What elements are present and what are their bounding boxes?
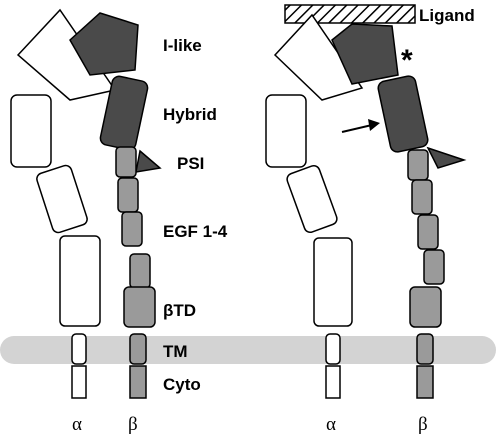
label-tm: TM: [163, 342, 188, 361]
left-beta-btd: [123, 286, 156, 328]
left-beta-tm: [129, 333, 147, 365]
right-beta-psi: [426, 146, 467, 169]
left-alpha-letter: α: [72, 414, 82, 435]
asterisk-mark: *: [401, 44, 413, 77]
left-alpha-subunit: [10, 8, 117, 399]
label-cyto: Cyto: [163, 375, 201, 394]
left-alpha-tm: [71, 333, 87, 365]
right-beta-letter: β: [418, 414, 428, 435]
membrane-band: [0, 336, 496, 364]
left-alpha-cyto: [71, 365, 87, 399]
right-beta-egf1: [407, 149, 429, 181]
right-alpha-thigh: [265, 94, 307, 168]
label-btd: βTD: [163, 301, 196, 320]
left-beta-egf2: [117, 177, 139, 213]
left-integrin: [10, 8, 162, 399]
right-alpha-calf2: [313, 237, 353, 327]
right-alpha-letter: α: [326, 414, 336, 435]
right-beta-ilike: [331, 23, 399, 85]
left-beta-cyto: [129, 365, 147, 399]
right-beta-egf2: [411, 179, 433, 215]
left-beta-psi: [135, 149, 162, 173]
right-alpha-propeller: [273, 13, 364, 101]
label-egf: EGF 1-4: [163, 222, 228, 241]
left-beta-subunit: [69, 12, 162, 399]
right-beta-tm: [416, 333, 434, 365]
left-alpha-calf2: [59, 235, 101, 327]
left-beta-egf1: [115, 146, 137, 178]
right-alpha-subunit: [265, 13, 364, 399]
right-alpha-cyto: [325, 365, 341, 399]
ligand-bar: [284, 4, 416, 24]
left-beta-egf4: [129, 253, 151, 289]
right-beta-btd: [409, 286, 442, 328]
right-beta-hybrid: [377, 75, 429, 153]
left-beta-letter: β: [128, 414, 138, 435]
right-beta-cyto: [416, 365, 434, 399]
label-i-like: I-like: [163, 36, 202, 55]
arrow-icon: [341, 119, 380, 133]
label-psi: PSI: [177, 154, 204, 173]
left-beta-hybrid: [99, 75, 149, 151]
left-beta-ilike: [69, 12, 139, 76]
left-alpha-thigh: [10, 94, 52, 168]
left-beta-egf3: [121, 211, 143, 247]
right-beta-egf3: [417, 214, 439, 250]
label-hybrid: Hybrid: [163, 105, 217, 124]
right-beta-egf4: [423, 249, 445, 285]
right-integrin: Ligand *: [265, 4, 475, 399]
right-alpha-calf1: [286, 164, 338, 234]
label-ligand: Ligand: [419, 6, 475, 25]
left-alpha-calf1: [36, 164, 88, 234]
right-alpha-tm: [325, 333, 341, 365]
right-beta-subunit: *: [331, 23, 467, 399]
